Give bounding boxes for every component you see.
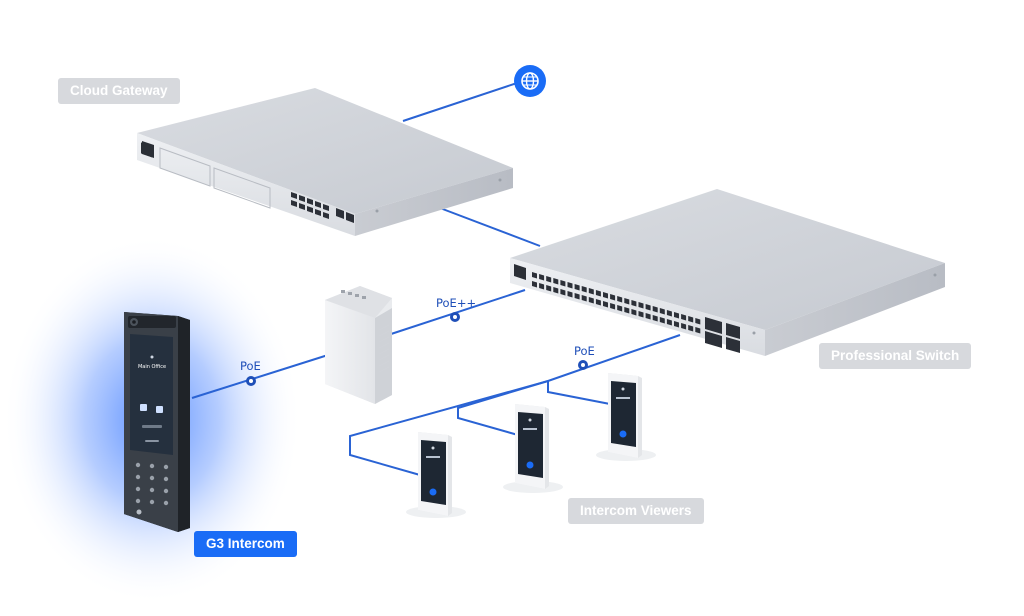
switch-port: [532, 272, 537, 279]
switch-port: [659, 317, 665, 324]
switch-port: [581, 286, 587, 293]
switch-port: [567, 282, 573, 289]
switch-port: [624, 298, 630, 305]
switch-port: [617, 305, 623, 312]
globe-icon: [514, 65, 546, 97]
internet-cable: [402, 81, 521, 122]
intercom-screen-title: Main Office: [138, 364, 166, 370]
keypad-key: [149, 499, 155, 505]
poe-viewers-label: PoE: [574, 344, 595, 358]
switch-port: [546, 276, 552, 283]
switch-port: [681, 314, 687, 321]
switch-port: [645, 313, 651, 320]
keypad-key: [163, 500, 169, 506]
poe-intercom-cable: [191, 354, 329, 399]
switch-port: [610, 303, 616, 310]
switch-port: [645, 304, 651, 311]
keypad-key: [149, 475, 155, 481]
professional-switch-device: [510, 189, 945, 356]
keypad-key: [135, 462, 141, 468]
switch-port: [638, 302, 644, 309]
intercom-viewer-1: [406, 432, 466, 518]
keypad-key: [149, 463, 155, 469]
cloud-gateway-device: [137, 88, 513, 236]
switch-port: [674, 312, 679, 319]
intercom-viewer-3: [596, 373, 656, 461]
switch-port: [539, 274, 545, 281]
switch-port: [574, 293, 580, 300]
switch-port: [560, 289, 566, 296]
professional-switch-label: Professional Switch: [819, 343, 972, 369]
keypad-key: [135, 486, 141, 492]
switch-port: [695, 318, 701, 325]
switch-port: [553, 278, 559, 285]
keypad-key: [135, 474, 141, 480]
poe-intercom-label: PoE: [240, 359, 261, 373]
switch-port: [567, 291, 573, 298]
switch-port: [659, 308, 665, 315]
switch-port: [553, 287, 559, 294]
switch-port: [603, 292, 608, 299]
cloud-gateway-label: Cloud Gateway: [58, 78, 180, 104]
switch-port: [652, 306, 658, 313]
switch-port: [610, 294, 616, 301]
keypad-key: [149, 487, 155, 493]
keypad-key: [163, 464, 169, 470]
switch-port: [532, 281, 537, 288]
viewer-cable-2: [457, 380, 549, 436]
switch-port: [695, 327, 701, 334]
gateway-switch-cable: [439, 207, 541, 247]
poe-adapter-device: [325, 286, 392, 404]
switch-port: [631, 300, 637, 307]
poe-plus-plus-label: PoE++: [436, 296, 477, 310]
intercom-viewers-label: Intercom Viewers: [568, 498, 704, 524]
switch-port: [652, 315, 658, 322]
connector-dots: [246, 312, 588, 386]
switch-port: [624, 307, 630, 314]
switch-port: [560, 280, 566, 287]
switch-port: [666, 319, 672, 326]
switch-port: [674, 321, 679, 328]
switch-port: [588, 288, 594, 295]
keypad-key: [163, 488, 169, 494]
switch-port: [539, 283, 545, 290]
switch-port: [666, 310, 672, 317]
switch-port: [681, 323, 687, 330]
viewer-cable-3: [547, 381, 611, 405]
g3-intercom-device: Main Office: [124, 312, 190, 532]
keypad-key: [163, 476, 169, 482]
switch-port: [595, 290, 601, 297]
switch-port: [688, 316, 694, 323]
viewer-cable-1: [349, 334, 681, 476]
intercom-viewer-2: [503, 404, 563, 493]
switch-port: [617, 296, 623, 303]
g3-intercom-label: G3 Intercom: [194, 531, 297, 557]
switch-port: [638, 311, 644, 318]
switch-port: [574, 284, 580, 291]
switch-port: [588, 297, 594, 304]
switch-port: [546, 285, 552, 292]
switch-port: [581, 295, 587, 302]
switch-port: [631, 309, 637, 316]
switch-port: [603, 301, 608, 308]
switch-port: [688, 325, 694, 332]
switch-port: [595, 299, 601, 306]
intercom-screen: Main Office: [138, 355, 166, 442]
keypad-key: [135, 498, 141, 504]
